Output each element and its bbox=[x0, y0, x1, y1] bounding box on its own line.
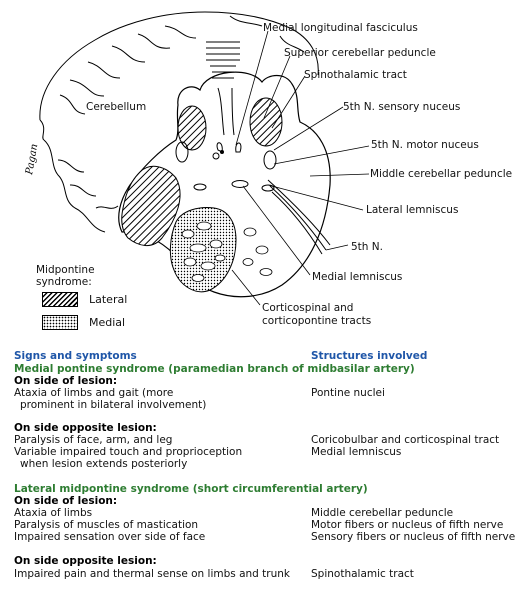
artist-signature: Pagan bbox=[24, 143, 40, 176]
label-corticospinal-2: corticopontine tracts bbox=[262, 315, 372, 327]
legend-swatch-medial bbox=[42, 315, 78, 330]
header-structures: Structures involved bbox=[311, 350, 428, 362]
lateral-lesion-area bbox=[121, 165, 181, 246]
pons-outline bbox=[118, 71, 331, 298]
label-5n-sensory: 5th N. sensory nuceus bbox=[343, 101, 461, 113]
medial-same-side-header: On side of lesion: bbox=[14, 375, 118, 387]
medial-syndrome-title: Medial pontine syndrome (paramedian bran… bbox=[14, 363, 415, 375]
legend-label-lateral: Lateral bbox=[89, 293, 128, 306]
lateral-structure-3: Sensory fibers or nucleus of fifth nerve bbox=[311, 531, 516, 543]
lateral-opp-sign-1: Impaired pain and thermal sense on limbs… bbox=[14, 568, 290, 580]
lateral-sign-1: Ataxia of limbs bbox=[14, 507, 93, 519]
label-cerebellum: Cerebellum bbox=[86, 101, 147, 113]
label-lateral-lemniscus: Lateral lemniscus bbox=[366, 204, 459, 216]
lateral-sign-2: Paralysis of muscles of mastication bbox=[14, 519, 199, 531]
label-5n-motor: 5th N. motor nuceus bbox=[371, 139, 479, 151]
medial-opp-structure-1: Coricobulbar and corticospinal tract bbox=[311, 434, 500, 446]
legend-title-1: Midpontine bbox=[36, 264, 95, 276]
medial-structure-1: Pontine nuclei bbox=[311, 387, 385, 399]
lateral-sign-3: Impaired sensation over side of face bbox=[14, 531, 206, 543]
medial-opp-structure-2: Medial lemniscus bbox=[311, 446, 402, 458]
lateral-structure-1: Middle cerebellar peduncle bbox=[311, 507, 454, 519]
medial-opp-sign-1: Paralysis of face, arm, and leg bbox=[14, 434, 173, 446]
lateral-syndrome-title: Lateral midpontine syndrome (short circu… bbox=[14, 483, 368, 495]
lateral-same-side-header: On side of lesion: bbox=[14, 495, 118, 507]
label-corticospinal-1: Corticospinal and bbox=[262, 302, 354, 314]
label-scp: Superior cerebellar peduncle bbox=[284, 47, 436, 59]
header-signs: Signs and symptoms bbox=[14, 350, 137, 362]
label-mcp: Middle cerebellar peduncle bbox=[370, 168, 513, 180]
lateral-structure-2: Motor fibers or nucleus of fifth nerve bbox=[311, 519, 504, 531]
medial-opp-sign-2: Variable impaired touch and propriocepti… bbox=[14, 446, 243, 458]
pons-cross-section-diagram: Pagan bbox=[24, 11, 370, 306]
legend-label-medial: Medial bbox=[89, 316, 126, 329]
medial-sign-1: Ataxia of limbs and gait (more bbox=[14, 387, 174, 399]
legend-swatch-lateral bbox=[42, 292, 78, 307]
legend-title-2: syndrome: bbox=[36, 276, 92, 288]
label-medial-lemniscus: Medial lemniscus bbox=[312, 271, 403, 283]
medial-opp-sign-2b: when lesion extends posteriorly bbox=[20, 458, 188, 470]
lateral-opp-structure-1: Spinothalamic tract bbox=[311, 568, 414, 580]
medial-sign-1b: prominent in bilateral involvement) bbox=[20, 399, 207, 411]
lateral-opposite-header: On side opposite lesion: bbox=[14, 555, 157, 567]
label-mlf: Medial longitudinal fasciculus bbox=[263, 22, 418, 34]
label-stt: Spinothalamic tract bbox=[304, 69, 407, 81]
label-5n: 5th N. bbox=[351, 241, 383, 253]
cerebellum-outline bbox=[39, 11, 319, 233]
medial-opposite-header: On side opposite lesion: bbox=[14, 422, 157, 434]
